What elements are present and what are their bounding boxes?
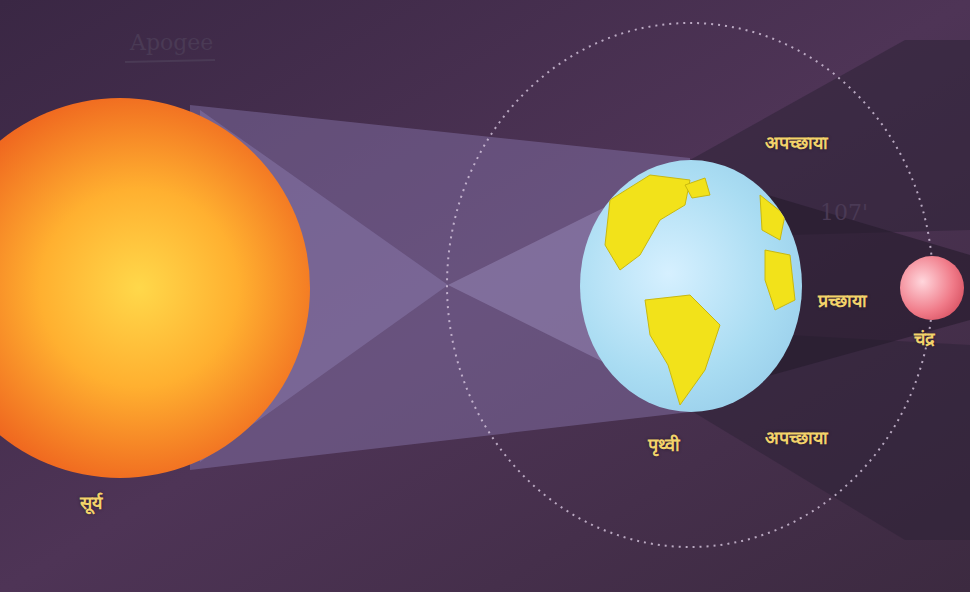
continent bbox=[685, 178, 710, 198]
continent bbox=[645, 295, 720, 405]
handwritten-note: Apogee bbox=[130, 30, 213, 55]
penumbra-label: अपच्छाया bbox=[765, 425, 828, 449]
handwritten-stroke bbox=[125, 60, 215, 62]
earth-label: पृथ्वी bbox=[648, 432, 680, 456]
continent bbox=[760, 195, 785, 240]
moon-orbit bbox=[447, 23, 933, 547]
moon: चंद्र bbox=[900, 256, 964, 320]
continent bbox=[605, 175, 690, 270]
earth-disc bbox=[580, 160, 802, 412]
sun: सूर्य bbox=[0, 98, 310, 478]
moon-disc bbox=[900, 256, 964, 320]
earth: पृथ्वी bbox=[580, 160, 802, 412]
sun-disc bbox=[0, 98, 310, 478]
continent bbox=[765, 250, 795, 310]
moon-label: चंद्र bbox=[914, 326, 935, 350]
handwritten-note: 107' bbox=[820, 200, 868, 225]
sun-label: सूर्य bbox=[80, 490, 102, 514]
continents bbox=[580, 160, 802, 412]
earth-shade bbox=[755, 170, 802, 402]
umbra-label: प्रच्छाया bbox=[818, 288, 867, 312]
penumbra-label: अपच्छाया bbox=[765, 130, 828, 154]
